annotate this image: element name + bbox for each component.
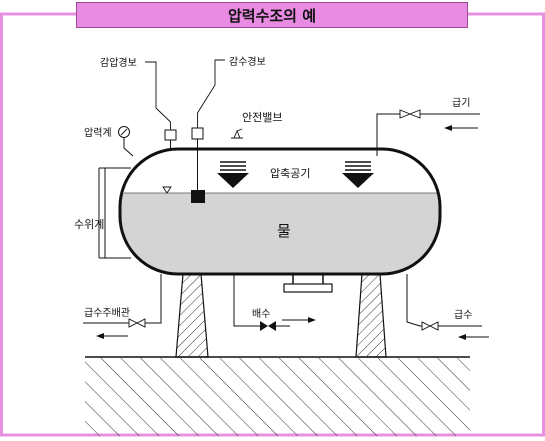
air-pressure-arrow-left-icon <box>217 161 249 188</box>
ground <box>85 356 470 436</box>
label-water-supply: 급수 <box>454 309 472 321</box>
air-supply-pipe <box>376 109 480 156</box>
supply-main-flow-arrow-icon <box>96 333 128 339</box>
label-pressure-low-alarm: 감압경보 <box>100 56 137 69</box>
label-safety-valve: 안전밸브 <box>242 111 282 124</box>
water-region <box>120 193 440 274</box>
support-pillar-right <box>355 273 387 358</box>
title-banner: 압력수조의 예 <box>76 2 468 28</box>
drain-flow-arrow-icon <box>282 317 316 323</box>
pressure-gauge-icon <box>118 126 134 157</box>
label-water: 물 <box>277 222 291 240</box>
water-low-alarm-switch <box>191 59 225 203</box>
air-supply-flow-arrow-icon <box>444 125 478 131</box>
bottom-outlet-nozzle <box>283 274 333 293</box>
drain-pipe <box>233 274 290 331</box>
pressure-tank <box>118 147 442 276</box>
label-compressed-air: 압축공기 <box>270 167 310 180</box>
air-pressure-arrow-right-icon <box>342 161 374 188</box>
label-water-level-gauge: 수위계 <box>74 218 104 231</box>
label-water-low-alarm: 감수경보 <box>229 55 266 68</box>
pressure-low-alarm-switch <box>145 61 177 150</box>
water-level-gauge <box>98 167 131 259</box>
support-pillar-left <box>175 273 209 358</box>
water-supply-flow-arrow-icon <box>458 334 489 340</box>
water-supply-pipe <box>406 274 482 331</box>
label-supply-main-pipe: 급수주배관 <box>84 307 130 319</box>
float-icon <box>191 190 205 203</box>
water-level-marker-icon <box>162 186 172 194</box>
safety-valve-icon <box>231 128 243 139</box>
page-title: 압력수조의 예 <box>227 6 317 25</box>
label-drain: 배수 <box>252 308 270 320</box>
supply-main-pipe <box>83 274 162 328</box>
label-pressure-gauge: 압력계 <box>84 126 112 139</box>
label-supply-inlet: 급기 <box>452 97 470 109</box>
